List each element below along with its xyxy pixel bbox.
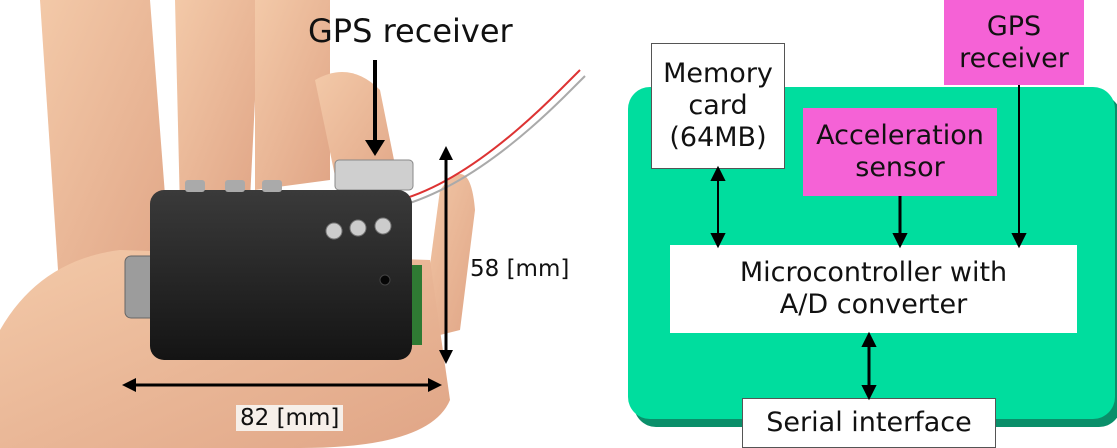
cable: [399, 69, 581, 201]
led-indicator: [374, 217, 392, 235]
width-dimension-label: 82 [mm]: [236, 405, 344, 431]
acceleration-sensor-line-2: sensor: [855, 152, 945, 183]
device-photo: [0, 0, 586, 448]
memory-card-line-3: (64MB): [669, 121, 767, 153]
gps-micro-arrow: [1011, 85, 1027, 249]
reset-hole: [379, 274, 391, 286]
led-indicator: [325, 222, 343, 240]
led-indicator: [349, 219, 367, 237]
microcontroller-line-1: Microcontroller with: [739, 257, 1008, 289]
width-dimension-arrow: [122, 378, 442, 392]
gps-receiver-caption: GPS receiver: [308, 12, 513, 50]
microcontroller-line-2: A/D converter: [779, 289, 968, 320]
memory-card-box: Memory card (64MB): [651, 43, 785, 169]
serial-interface-label: Serial interface: [766, 407, 972, 439]
serial-interface-box: Serial interface: [742, 398, 996, 448]
acceleration-sensor-box: Acceleration sensor: [803, 108, 997, 196]
acceleration-sensor-line-1: Acceleration: [816, 120, 984, 152]
memory-card-slot: [410, 265, 422, 345]
gps-receiver-line-2: receiver: [959, 42, 1069, 74]
gps-receiver-line-1: GPS: [986, 10, 1042, 42]
height-dimension-label: 58 [mm]: [470, 256, 570, 282]
memory-card-line-2: card: [688, 90, 748, 122]
device-case: [150, 190, 412, 360]
height-dimension-arrow: [439, 146, 453, 364]
microcontroller-box: Microcontroller with A/D converter: [670, 245, 1077, 333]
memory-card-line-1: Memory: [663, 58, 773, 90]
micro-serial-arrow: [861, 331, 877, 401]
gps-receiver-box: GPS receiver: [944, 0, 1084, 85]
accel-micro-arrow: [892, 196, 908, 249]
memory-micro-arrow: [710, 165, 726, 249]
